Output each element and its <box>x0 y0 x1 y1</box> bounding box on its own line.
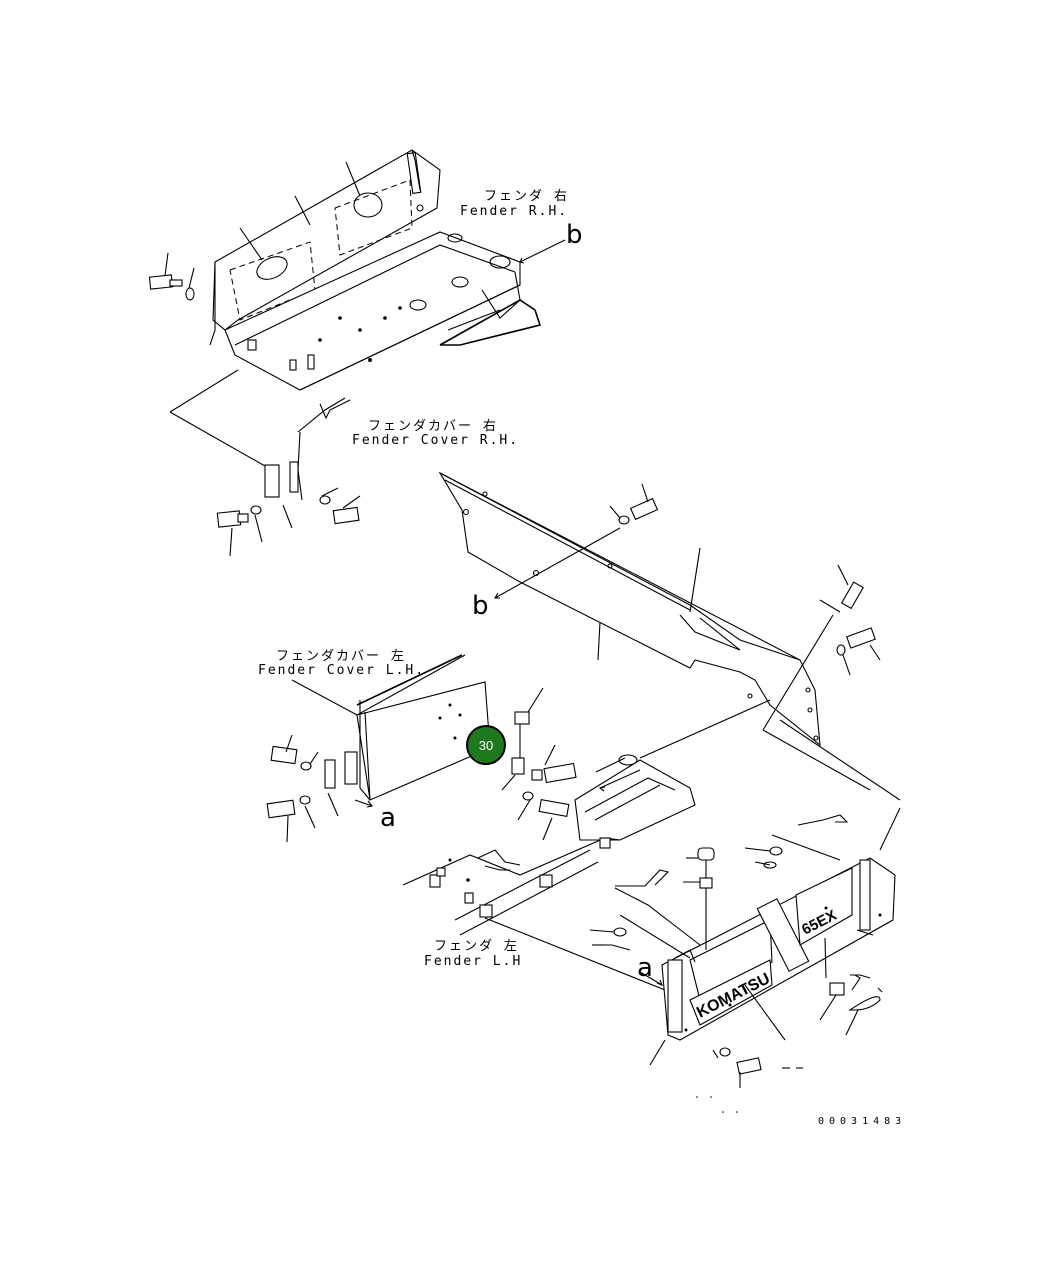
fender-rh-part <box>148 149 566 391</box>
ref-b-center: b <box>472 591 489 621</box>
ref-a-right: a <box>637 953 653 983</box>
fender-cover-rh-en-label: Fender Cover R.H. <box>352 433 520 448</box>
fender-rh-en-label: Fender R.H. <box>460 204 569 219</box>
fender-cover-lh-en-label: Fender Cover L.H. <box>258 663 426 678</box>
fender-cover-lh-jp-label: フェンダカバー 左 <box>276 649 406 664</box>
callout-30[interactable]: 30 <box>466 725 506 765</box>
ref-a-left: a <box>380 803 396 833</box>
fender-cover-rh-part <box>169 369 361 557</box>
callout-number: 30 <box>478 737 494 753</box>
fender-lh-part <box>402 699 771 1001</box>
fender-lh-en-label: Fender L.H <box>424 954 523 969</box>
fender-cover-lh-part <box>266 654 577 843</box>
front-panel-part: KOMATSU 65EX <box>589 814 896 1113</box>
fender-rail-part <box>438 471 901 851</box>
ref-b-top: b <box>566 220 583 250</box>
fender-cover-rh-jp-label: フェンダカバー 右 <box>368 419 498 434</box>
fender-lh-jp-label: フェンダ 左 <box>434 939 519 954</box>
fender-rh-jp-label: フェンダ 右 <box>484 189 569 204</box>
document-code: 00031483 <box>818 1116 907 1127</box>
